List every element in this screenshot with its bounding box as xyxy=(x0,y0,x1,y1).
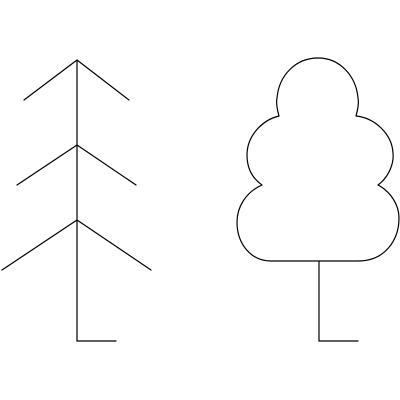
conifer-branch-bottom xyxy=(1,219,152,271)
conifer-tree xyxy=(1,59,152,342)
conifer-branch-top xyxy=(23,59,130,101)
deciduous-tree xyxy=(236,57,400,342)
deciduous-crown xyxy=(236,57,400,262)
conifer-branch-middle xyxy=(16,144,137,186)
